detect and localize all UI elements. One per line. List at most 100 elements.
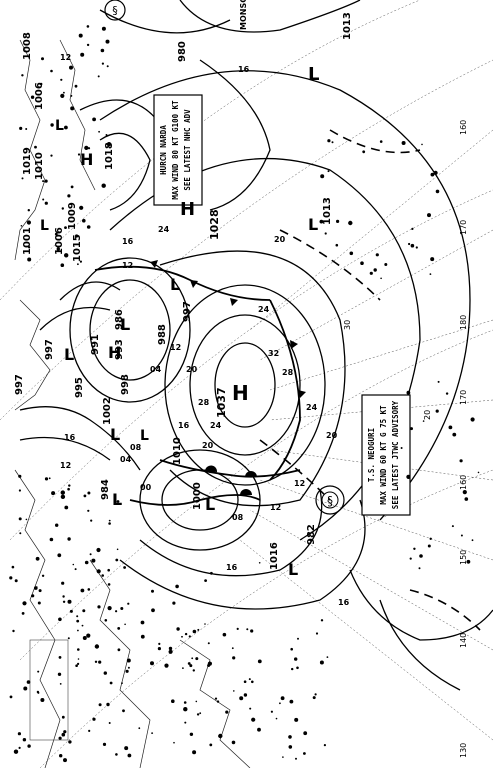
grid-meridian-1 — [249, 129, 493, 331]
station-dot — [96, 569, 101, 574]
station-dot — [30, 95, 35, 99]
station-dot — [470, 417, 475, 422]
station-dot — [101, 183, 106, 188]
station-dot — [184, 632, 188, 636]
station-dot — [324, 232, 327, 235]
station-dot — [140, 620, 145, 625]
isobar-tag-12d: 12 — [60, 461, 71, 470]
station-dot — [459, 459, 463, 463]
lon-170w: 170 — [459, 220, 468, 235]
station-dot — [115, 753, 118, 756]
station-dot — [87, 147, 91, 150]
station-dot — [164, 663, 169, 668]
station-dot — [11, 565, 15, 569]
station-dot — [270, 710, 273, 713]
station-dot — [419, 554, 423, 558]
low-centre-984: L — [112, 490, 122, 509]
station-dot — [289, 699, 294, 704]
station-dot — [175, 584, 179, 589]
station-dot — [225, 710, 229, 714]
station-dot — [379, 140, 383, 143]
station-dot — [296, 666, 299, 670]
station-dot — [204, 623, 206, 625]
pressure-995: 995 — [74, 377, 85, 398]
isobar-tag-24d: 24 — [258, 305, 270, 314]
station-dot — [67, 599, 72, 604]
pressure-984: 984 — [100, 479, 111, 500]
station-dot — [336, 219, 340, 223]
neoguri-line-2: MAX WIND 60 KT G 75 KT — [379, 405, 388, 505]
station-dot — [62, 595, 65, 598]
station-dot — [183, 701, 187, 704]
station-dot — [319, 660, 324, 665]
station-dot — [25, 128, 28, 130]
station-dot — [243, 680, 247, 683]
station-dot — [79, 260, 82, 263]
station-dot — [158, 642, 161, 646]
pressure-998: 998 — [120, 374, 131, 395]
station-dot — [64, 226, 67, 230]
station-dot — [108, 522, 111, 525]
station-dot — [257, 727, 261, 732]
station-dot — [82, 609, 86, 613]
station-dot — [18, 746, 21, 750]
pressure-997: 997 — [44, 339, 55, 360]
warm-front-south — [159, 459, 301, 478]
station-dot — [192, 750, 197, 755]
station-dot — [327, 170, 330, 173]
pressure-1000: 1000 — [192, 482, 203, 510]
station-dot — [107, 583, 111, 586]
isobar-mid-north — [199, 59, 271, 211]
pressure-1013-ne: 1013 — [342, 12, 353, 40]
station-dot — [82, 636, 87, 640]
station-dot — [26, 220, 31, 225]
station-dot — [413, 547, 416, 550]
grid-meridian-8 — [239, 539, 493, 741]
isobar-tag-24b: 24 — [306, 403, 318, 412]
station-dot — [117, 627, 121, 630]
station-dot — [88, 729, 91, 733]
station-dot — [20, 225, 23, 227]
station-dot — [100, 48, 105, 53]
station-dot — [320, 174, 325, 179]
station-dot — [60, 494, 66, 499]
station-dot — [21, 177, 24, 180]
warm-front-lobe-3 — [240, 489, 252, 495]
station-dot — [257, 659, 262, 664]
grid-meridian-4 — [269, 399, 493, 421]
storm-ring-outer — [315, 485, 345, 515]
storm-ring-inner — [321, 491, 339, 509]
station-dot — [98, 130, 100, 133]
station-dot — [70, 94, 73, 97]
station-dot — [151, 589, 154, 593]
pressure-1013-e: 1013 — [322, 197, 333, 225]
station-dot — [427, 544, 431, 548]
station-dot — [42, 180, 45, 183]
low-centre-w1: L — [64, 345, 74, 364]
station-dot — [69, 609, 73, 613]
grid-meridian-3 — [269, 319, 493, 391]
isobar-w-1 — [59, 281, 121, 301]
station-dot — [210, 571, 213, 575]
station-dot — [127, 666, 130, 669]
station-dot — [369, 271, 373, 275]
station-dot — [233, 690, 235, 692]
station-dot — [280, 696, 285, 701]
station-dot — [105, 134, 108, 136]
trough-se — [409, 589, 481, 631]
station-dot — [315, 632, 319, 635]
station-dot — [183, 707, 188, 712]
station-dot — [27, 257, 32, 262]
station-dot — [61, 207, 64, 210]
station-dot — [140, 634, 145, 639]
station-dot — [86, 633, 91, 638]
isobar-tag-20c: 20 — [202, 441, 214, 450]
station-dot — [31, 594, 35, 598]
isobar-tag-12f: 12 — [294, 479, 305, 488]
station-dot — [303, 731, 308, 736]
station-dot — [188, 635, 191, 638]
lat-30: 30 — [343, 320, 352, 330]
pressure-982: 982 — [306, 524, 317, 545]
monsoon-label: MONSO — [239, 0, 248, 30]
